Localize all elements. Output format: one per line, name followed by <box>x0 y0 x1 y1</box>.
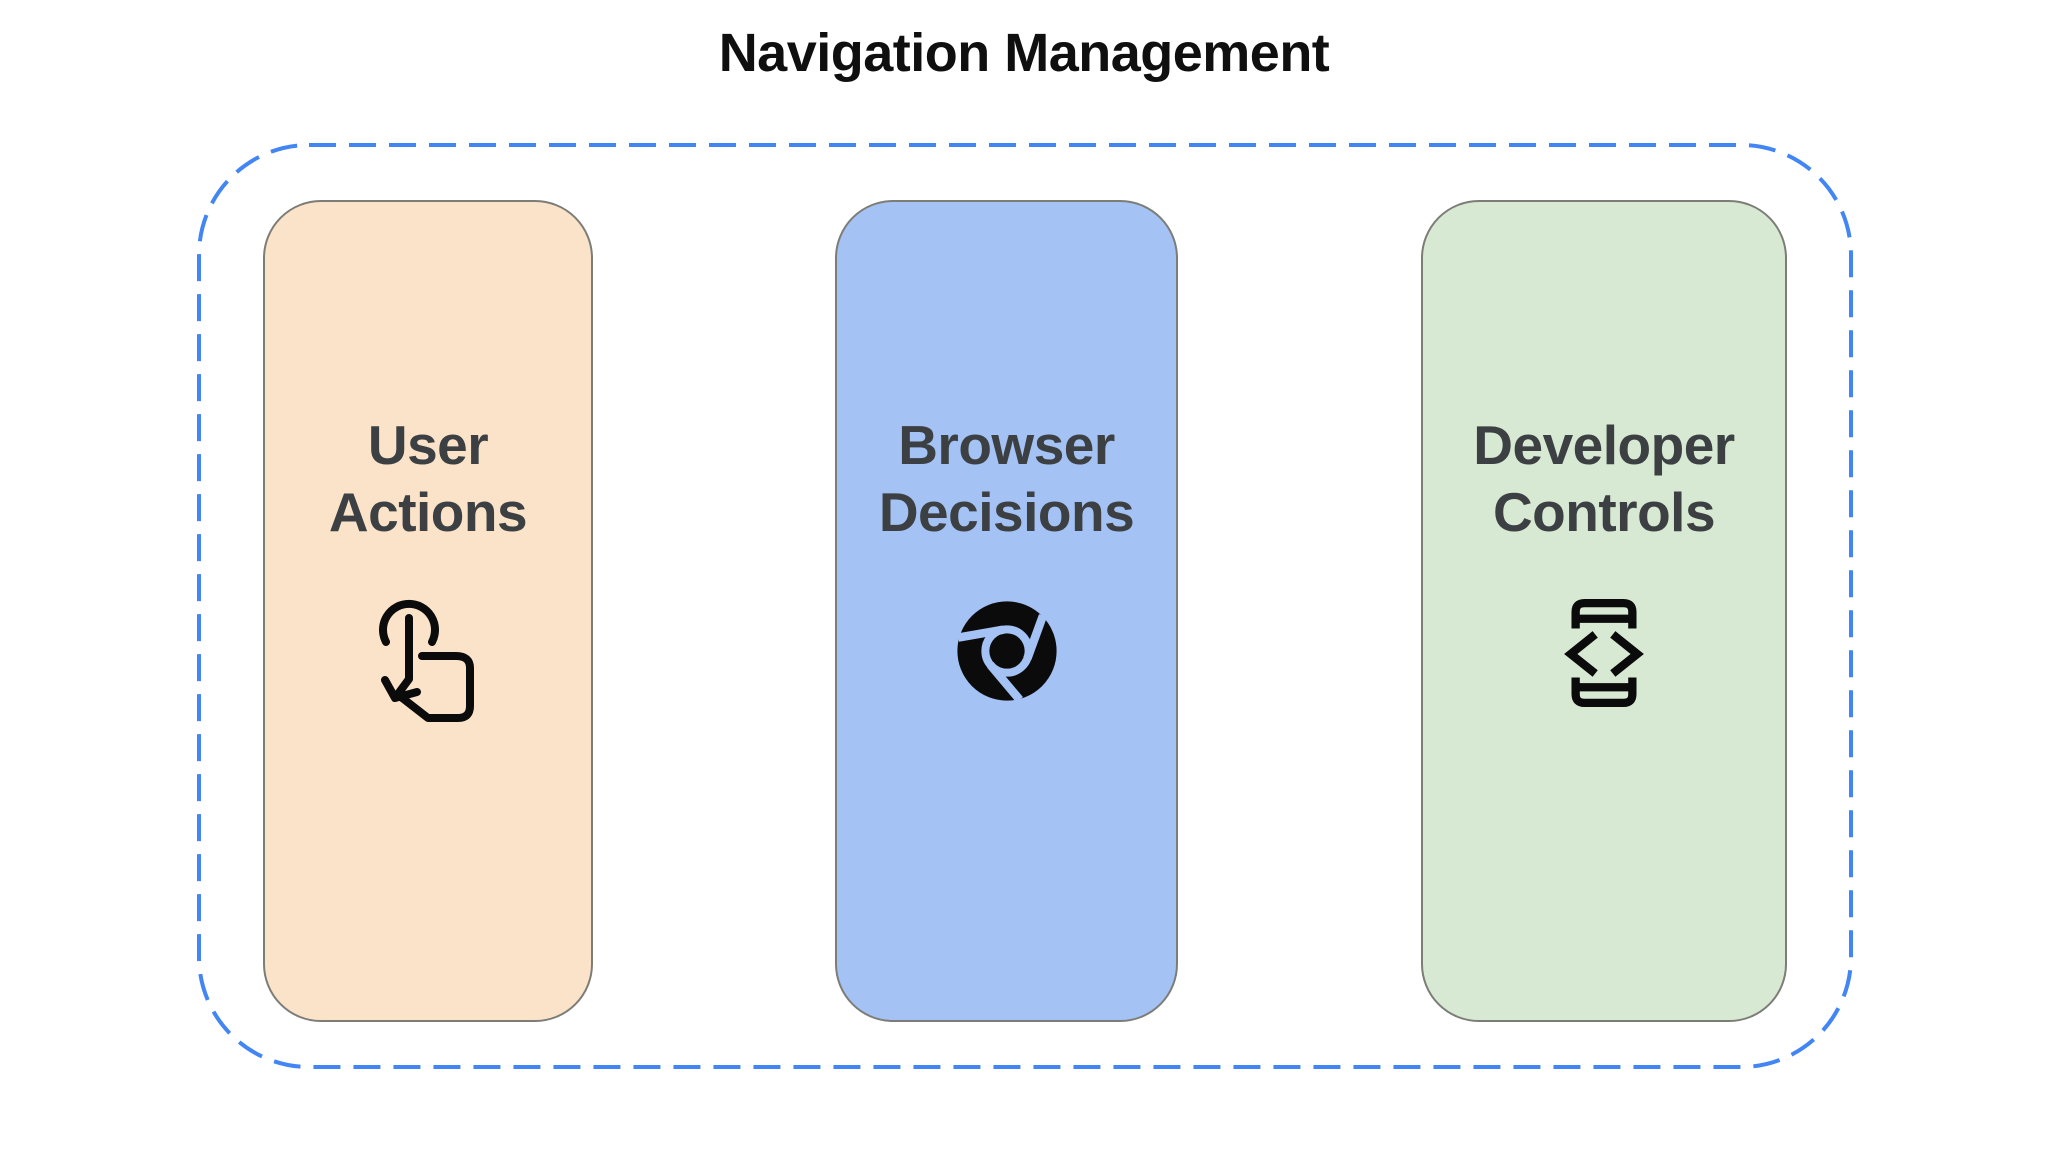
card-developer-controls: Developer Controls <box>1421 200 1787 1022</box>
card-user-actions: User Actions <box>263 200 593 1022</box>
developer-mode-icon <box>1564 598 1644 708</box>
touch-gesture-icon <box>379 599 474 722</box>
card-browser-decisions: Browser Decisions <box>835 200 1178 1022</box>
card-label: Browser Decisions <box>878 414 1135 543</box>
card-label: User Actions <box>328 414 528 543</box>
card-label: Developer Controls <box>1473 414 1735 543</box>
chrome-browser-icon <box>956 601 1057 703</box>
page-title: Navigation Management <box>718 23 1330 83</box>
